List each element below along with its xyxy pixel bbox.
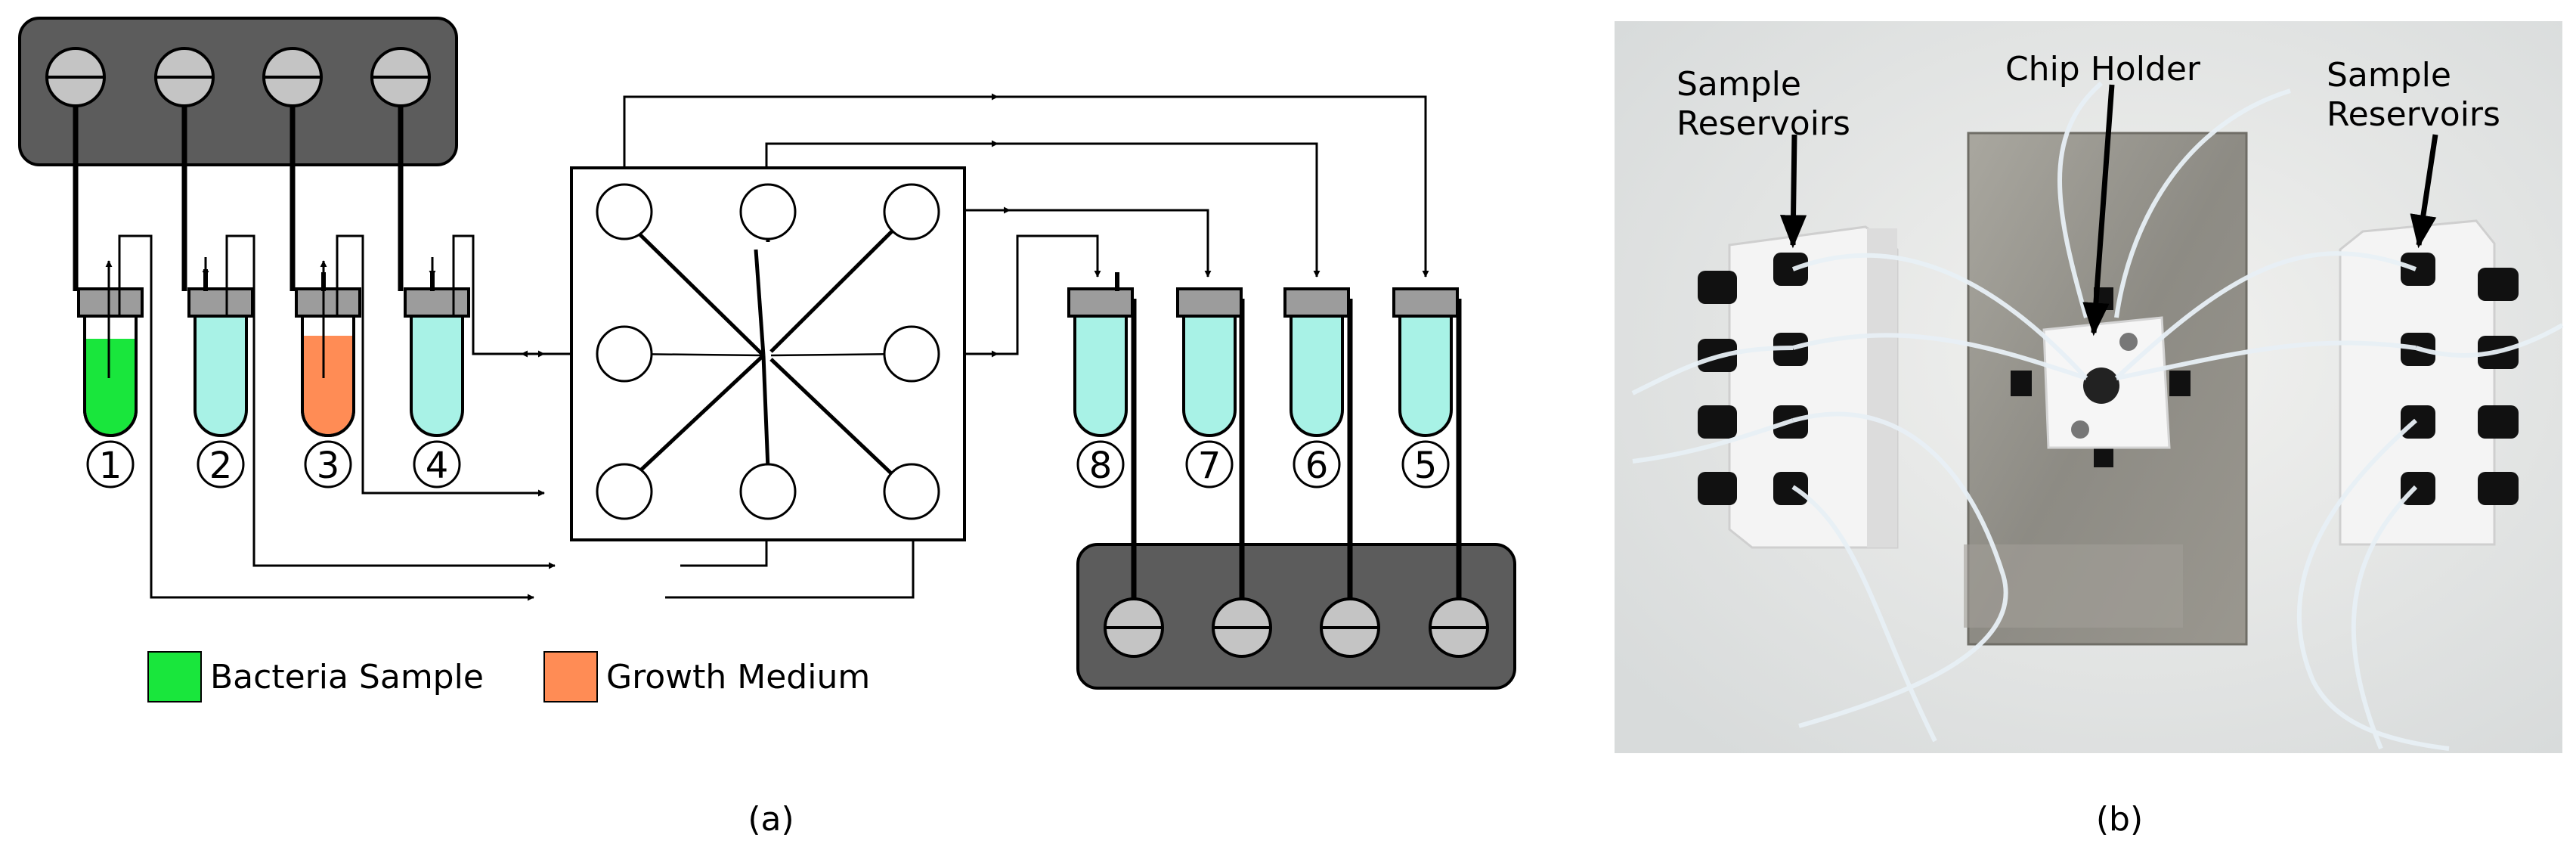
tube-number-2: 2	[197, 440, 245, 488]
tube-number-label: 4	[426, 445, 449, 487]
caption-a: (a)	[748, 800, 794, 839]
caption-b: (b)	[2096, 800, 2143, 839]
port-icon	[883, 183, 940, 240]
tube-number-1: 1	[86, 440, 135, 488]
outlet-tubing	[1131, 299, 1462, 599]
left-reservoir-block	[1698, 225, 1899, 549]
tube-number-7: 7	[1185, 440, 1234, 488]
tube-1	[77, 287, 144, 437]
chip-ports	[596, 183, 940, 520]
inlet-tubing	[73, 106, 404, 291]
top-manifold	[18, 17, 458, 166]
label-chip-holder: Chip Holder	[2005, 50, 2201, 88]
tube-2	[187, 287, 254, 437]
port-icon	[739, 183, 797, 240]
tube-6	[1283, 287, 1350, 437]
label-sample-reservoirs-left-text: Sample	[1677, 65, 1801, 104]
port-icon	[883, 325, 940, 383]
label-sample-reservoirs-right: Sample Reservoirs	[2327, 56, 2500, 134]
chip-channels	[623, 218, 906, 487]
label-sample-reservoirs-left: Sample Reservoirs	[1677, 65, 1850, 143]
label-sample-reservoirs-right-text: Sample	[2327, 56, 2451, 95]
tube-number-label: 7	[1198, 445, 1221, 487]
legend-label-medium: Growth Medium	[606, 658, 870, 696]
legend: Bacteria Sample Growth Medium	[147, 651, 870, 702]
label-sample-reservoirs-left-text-line2: Reservoirs	[1677, 104, 1850, 143]
right-reservoir-block	[2339, 219, 2519, 546]
tube-number-5: 5	[1401, 440, 1450, 488]
legend-swatch-medium	[543, 651, 598, 702]
tube-number-label: 2	[209, 445, 233, 487]
port-icon	[596, 325, 653, 383]
tube-number-label: 5	[1414, 445, 1438, 487]
tube-number-label: 3	[317, 445, 340, 487]
panel-b-photo: Sample Reservoirs Chip Holder Sample Res…	[1615, 21, 2564, 839]
tube-number-badges: 1 2 3 4 8 7 6 5	[86, 440, 1450, 488]
tube-number-8: 8	[1076, 440, 1125, 488]
tube-number-3: 3	[304, 440, 352, 488]
legend-swatch-bacteria	[147, 651, 202, 702]
port-icon	[596, 183, 653, 240]
tube-8	[1067, 287, 1134, 437]
tube-number-label: 6	[1305, 445, 1329, 487]
tube-number-6: 6	[1293, 440, 1341, 488]
label-sample-reservoirs-right-text-line2: Reservoirs	[2327, 95, 2500, 134]
bottom-manifold	[1076, 543, 1516, 690]
port-icon	[596, 463, 653, 520]
tube-number-label: 8	[1089, 445, 1113, 487]
tube-7	[1176, 287, 1243, 437]
tube-3	[295, 287, 361, 437]
tube-4	[404, 287, 470, 437]
port-icon	[739, 463, 797, 520]
panel-a-schematic: 1 2 3 4 8 7 6 5 Bacteria Sample Growth M…	[18, 17, 1516, 839]
legend-label-bacteria: Bacteria Sample	[210, 658, 484, 696]
port-icon	[883, 463, 940, 520]
photo-tubing	[1631, 81, 2564, 751]
photo-label-arrows	[1779, 84, 2438, 337]
tube-number-4: 4	[413, 440, 461, 488]
tube-number-label: 1	[99, 445, 122, 487]
tube-5	[1392, 287, 1459, 437]
